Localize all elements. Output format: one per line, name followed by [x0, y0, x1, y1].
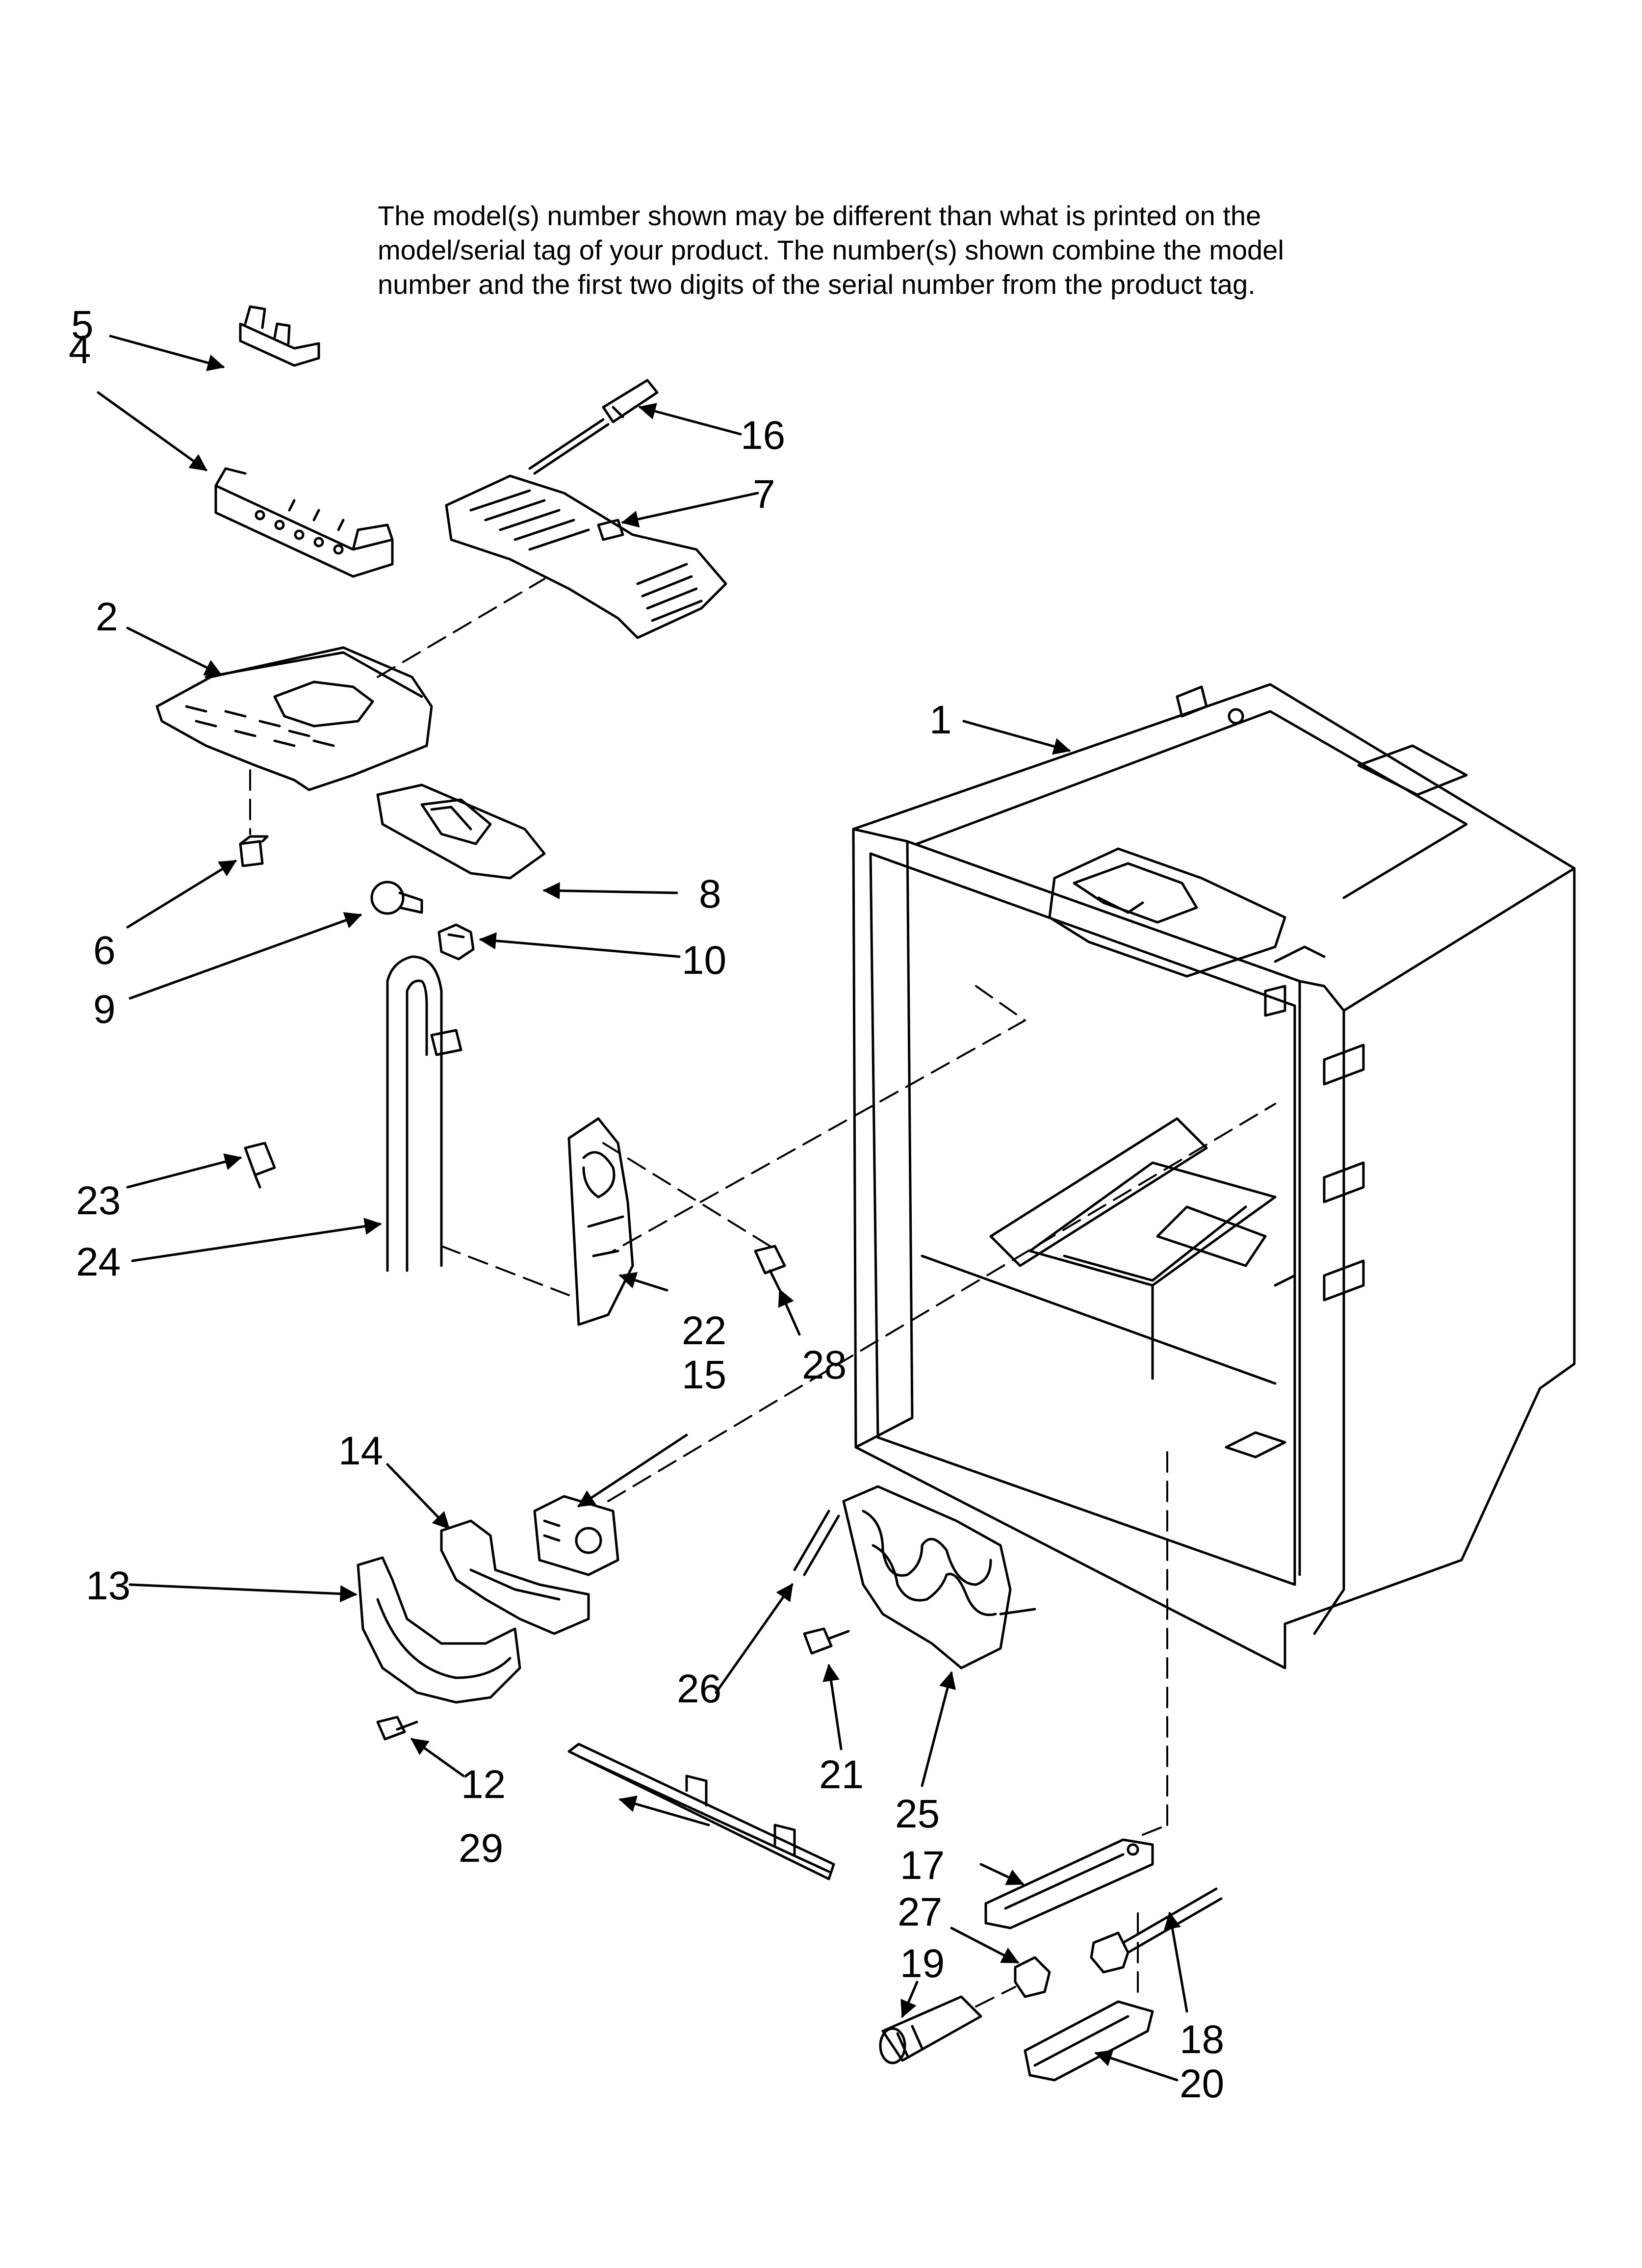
part-18-filter-head — [1090, 1887, 1223, 1974]
callout-28: 28 — [802, 1343, 847, 1387]
leader-arrows — [97, 335, 1188, 2082]
callout-25: 25 — [895, 1792, 940, 1836]
assembly-dashed-lines — [249, 578, 1276, 2007]
callout-19: 19 — [900, 1941, 945, 1986]
callout-12: 12 — [461, 1762, 506, 1807]
callout-16: 16 — [741, 413, 785, 458]
part-10-socket — [437, 923, 475, 961]
callout-27: 27 — [898, 1890, 942, 1934]
callout-20: 20 — [1180, 2061, 1224, 2106]
part-14-paddle — [440, 1519, 590, 1635]
part-26-rod — [793, 1510, 840, 1576]
part-24-water-tube — [386, 955, 462, 1272]
part-23-sensor — [244, 1142, 276, 1189]
callout-26: 26 — [677, 1667, 721, 1711]
part-1-liner — [852, 683, 1576, 1669]
part-6-switch — [239, 835, 269, 867]
callout-22: 22 — [682, 1308, 726, 1353]
part-12-screw — [376, 1716, 418, 1741]
part-22-funnel — [567, 1117, 634, 1326]
part-21-screw — [803, 1627, 850, 1655]
part-2-light-housing — [155, 646, 433, 791]
callout-18: 18 — [1180, 2017, 1224, 2062]
part-20-filter-cover — [1024, 2000, 1154, 2082]
callout-14: 14 — [338, 1429, 383, 1473]
part-4-housing — [214, 467, 394, 578]
part-25-assembly — [842, 1485, 1036, 1669]
callout-4: 4 — [69, 327, 91, 372]
part-7-air-duct — [445, 474, 727, 639]
part-19-filter — [879, 1995, 982, 2064]
part-17-filter-housing — [984, 1838, 1154, 1929]
notice-line-2: model/serial tag of your product. The nu… — [378, 235, 1284, 265]
callout-29: 29 — [459, 1826, 503, 1871]
callout-13: 13 — [86, 1564, 130, 1608]
part-15-valve — [533, 1495, 619, 1576]
callout-2: 2 — [96, 595, 118, 639]
callout-1: 1 — [929, 698, 952, 742]
callout-24: 24 — [76, 1240, 121, 1284]
model-number-notice: The model(s) number shown may be differe… — [378, 199, 1457, 302]
callout-labels: 1 2 4 5 6 7 8 9 10 12 13 14 15 16 17 18 … — [69, 303, 1224, 2106]
part-16-probe — [528, 379, 659, 475]
part-9-light-bulb — [370, 881, 423, 915]
callout-7: 7 — [753, 472, 775, 517]
callout-9: 9 — [93, 987, 116, 1032]
callout-21: 21 — [819, 1752, 864, 1797]
callout-15: 15 — [682, 1353, 726, 1397]
callout-10: 10 — [682, 938, 726, 983]
part-5-bracket — [239, 305, 320, 367]
callout-5: 5 — [71, 303, 94, 347]
notice-line-3: number and the first two digits of the s… — [378, 269, 1256, 300]
callout-6: 6 — [93, 928, 116, 973]
notice-line-1: The model(s) number shown may be differe… — [378, 200, 1261, 231]
part-28-screw — [754, 1245, 786, 1292]
part-29-trim — [567, 1743, 835, 1880]
callout-8: 8 — [699, 872, 721, 916]
callout-17: 17 — [900, 1843, 945, 1888]
part-8-lamp-bracket — [376, 783, 546, 880]
part-27-cap — [1014, 1956, 1051, 1998]
callout-23: 23 — [76, 1178, 121, 1223]
part-13-cover — [357, 1556, 521, 1704]
